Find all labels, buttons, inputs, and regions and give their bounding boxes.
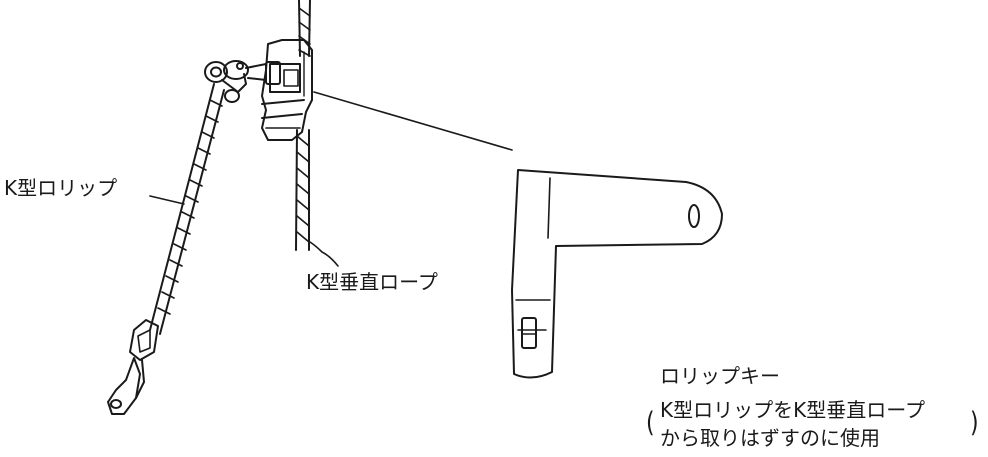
vertical-rope-label: K型垂直ロープ — [306, 270, 438, 294]
lollip-key — [511, 169, 723, 379]
leader-line-vertical-rope — [309, 241, 339, 267]
note-close-paren: ) — [970, 407, 979, 439]
snap-hook — [107, 319, 159, 415]
short-rope — [149, 83, 225, 335]
attachment-ring — [204, 60, 267, 103]
leader-line-lollip — [149, 195, 185, 205]
note-open-paren: ( — [646, 407, 655, 439]
lollip-label: K型ロリップ — [4, 176, 118, 200]
key-note-line-1: K型ロリップをK型垂直ロープ — [660, 398, 926, 422]
vertical-rope — [295, 0, 311, 251]
rope-grab-device — [261, 39, 313, 141]
key-note-line-2: から取りはずすのに使用 — [660, 426, 880, 450]
leader-line-key — [313, 91, 513, 151]
lollip-key-label: ロリップキー — [660, 364, 780, 388]
